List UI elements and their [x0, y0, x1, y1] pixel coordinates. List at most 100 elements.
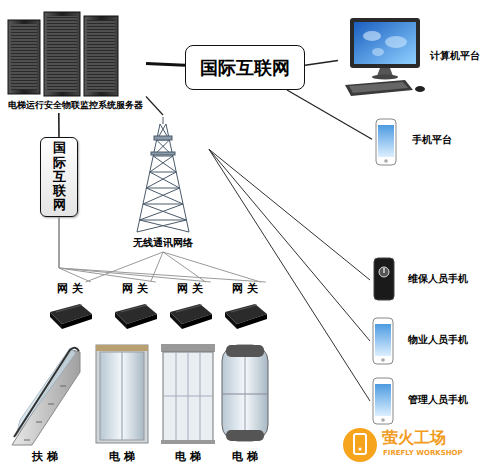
node-label: 网 关: [164, 282, 216, 295]
server-racks: [11, 24, 37, 90]
gateway-devices: [225, 312, 237, 329]
gateway-devices: [176, 305, 202, 312]
phone-platform: 手机平台: [372, 114, 482, 170]
connector-line: [209, 149, 370, 401]
node-label: 无线通讯网络: [117, 237, 209, 249]
server-racks: [84, 16, 118, 96]
escalator: [16, 348, 76, 436]
watermark-logo: [359, 448, 362, 451]
elevator-node: 电 梯: [93, 338, 151, 468]
computer-platform: 计算机平台: [338, 12, 493, 100]
server-node: 电梯运行安全物联监控系统服务器: [4, 3, 146, 113]
elevator-cars: [161, 344, 215, 352]
phone-node: 管理人员手机: [370, 376, 488, 426]
radio-tower: [140, 220, 187, 221]
phone-icons: [378, 125, 394, 157]
elevator-cars: [163, 352, 213, 442]
computer-monitor: [372, 75, 398, 80]
connector-line: [151, 252, 163, 282]
elevator-cars: [245, 357, 246, 430]
connector-line: [86, 252, 163, 282]
phone-icons: [375, 384, 391, 416]
node-label: 物业人员手机: [408, 334, 468, 346]
gateway-devices: [127, 314, 157, 329]
elevator-cars: [188, 352, 189, 442]
gateway-devices: [170, 312, 182, 329]
radio-tower: [140, 124, 189, 232]
elevator-cars: [222, 345, 268, 441]
computer-monitor: [345, 80, 413, 96]
computer-monitor: [372, 48, 384, 56]
phone-icons: [373, 318, 393, 364]
gateway-node: 网 关: [219, 282, 271, 334]
escalator: [14, 348, 79, 437]
radio-tower: [153, 156, 173, 157]
node-label: 国际互联网: [53, 141, 66, 212]
gateway-devices: [115, 312, 127, 329]
phone-icons: [375, 324, 391, 356]
phone-icons: [384, 159, 388, 163]
connector-line: [209, 149, 370, 341]
escalator: [12, 348, 80, 445]
server-racks: [87, 20, 115, 92]
connector-line: [146, 64, 185, 66]
gateway-devices: [231, 305, 257, 312]
escalator: [36, 422, 42, 423]
internet-box: 国际互联网: [185, 45, 305, 90]
watermark-subtext: FIREFLY WORKSHOP: [383, 449, 463, 457]
phone-icons: [381, 418, 385, 422]
computer-monitor: [350, 18, 420, 68]
computer-monitor: [349, 82, 408, 93]
elevator-cars: [226, 345, 264, 357]
elevator-cars: [226, 430, 264, 441]
server-racks: [8, 20, 40, 94]
phone-node: 物业人员手机: [370, 316, 488, 366]
node-label: 电梯运行安全物联监控系统服务器: [4, 100, 146, 111]
server-racks: [44, 12, 80, 96]
gateway-devices: [121, 305, 147, 312]
elevator-node: 电 梯: [216, 338, 274, 468]
node-label: 网 关: [219, 282, 271, 295]
watermark-logo: [354, 434, 366, 454]
node-label: 网 关: [109, 282, 161, 295]
radio-tower: [146, 188, 179, 189]
connector-line: [163, 252, 206, 282]
node-label: 国际互联网: [200, 57, 290, 79]
connector-line: [163, 252, 261, 282]
phone-icons: [373, 119, 396, 424]
wireless-tower: 无线通讯网络: [117, 115, 209, 252]
internet-box-vertical: 国际互联网: [40, 137, 78, 217]
elevator-cars: [163, 396, 213, 397]
gateway-node: 网 关: [109, 282, 161, 334]
server-racks: [8, 12, 118, 96]
phone-icons: [374, 258, 394, 300]
escalator: [60, 386, 66, 387]
elevator-cars: [176, 352, 177, 442]
computer-monitor: [354, 22, 416, 64]
connector-line: [287, 90, 372, 139]
escalator: [48, 404, 54, 405]
connector-line: [58, 113, 60, 137]
gateway-node: 网 关: [44, 282, 96, 334]
elevator-node: 电 梯: [159, 338, 217, 468]
gateway-devices: [50, 312, 62, 329]
elevator-cars: [96, 344, 268, 444]
radio-tower: [143, 204, 183, 205]
escalator: [24, 440, 30, 441]
gateway-devices: [50, 304, 267, 329]
phone-node: 维保人员手机: [370, 255, 488, 305]
escalator: [12, 350, 80, 445]
connector-line: [59, 217, 211, 282]
node-label: 计算机平台: [430, 50, 480, 62]
node-label: 电 梯: [159, 450, 217, 463]
computer-monitor: [345, 18, 425, 96]
radio-tower: [163, 117, 164, 124]
gateway-devices: [62, 314, 92, 329]
phone-icons: [373, 378, 393, 424]
computer-monitor: [363, 31, 381, 41]
node-label: 维保人员手机: [408, 273, 468, 285]
node-label: 网 关: [44, 282, 96, 295]
phone-icons: [379, 267, 389, 277]
node-label: 管理人员手机: [408, 394, 468, 406]
